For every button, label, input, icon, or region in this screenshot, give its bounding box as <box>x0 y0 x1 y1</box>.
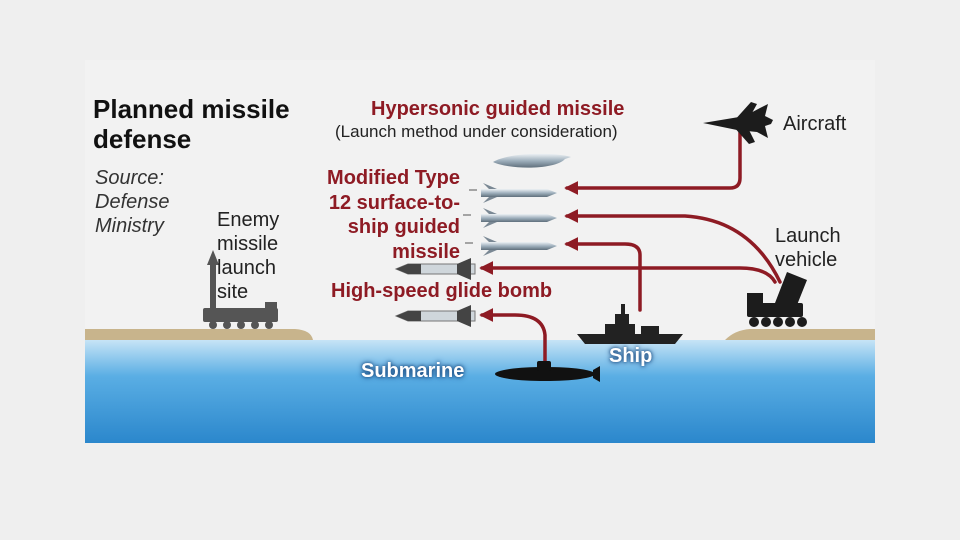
arrow-vehicle-to-type12 <box>564 209 782 284</box>
enemy-site-label: Enemy missile launch site <box>217 209 280 303</box>
glide-bomb-icon <box>394 305 476 327</box>
glide-bomb-icon <box>394 258 476 280</box>
submarine-label: Submarine <box>361 360 465 382</box>
ground-left <box>85 329 313 340</box>
glide-bomb-label: High-speed glide bomb <box>331 280 553 302</box>
type12-label: Modified Type 12 surface-to- ship guided… <box>327 167 460 263</box>
hypersonic-missile-icon <box>493 153 571 168</box>
submarine-icon <box>495 361 600 382</box>
arrow-ship-to-type12 <box>564 237 642 312</box>
mobile-launcher-icon <box>203 250 278 329</box>
hypersonic-subtitle-label: (Launch method under consideration) <box>335 122 618 141</box>
type12-missile-icon <box>481 208 557 228</box>
aircraft-label: Aircraft <box>783 113 847 135</box>
missile-truck-icon <box>747 272 807 327</box>
source-note: Source: Defense Ministry <box>95 167 170 237</box>
ship-label: Ship <box>609 345 653 367</box>
arrow-vehicle-to-glide-bomb <box>479 261 777 284</box>
missile-defense-diagram: Planned missile defense Source: Defense … <box>85 60 875 443</box>
hypersonic-title-label: Hypersonic guided missile <box>371 98 625 120</box>
launch-vehicle-label: Launch vehicle <box>775 225 841 271</box>
diagram-title: Planned missile defense <box>93 94 290 154</box>
fighter-jet-icon <box>703 102 773 144</box>
type12-missile-icon <box>481 183 557 203</box>
ground-right <box>725 329 875 340</box>
arrow-aircraft-to-type12 <box>564 130 742 195</box>
type12-missile-icon <box>481 236 557 256</box>
arrow-submarine-to-glide-bomb <box>479 308 547 367</box>
sea <box>85 340 875 443</box>
warship-icon <box>577 304 683 344</box>
diagram-graphics <box>85 102 875 443</box>
